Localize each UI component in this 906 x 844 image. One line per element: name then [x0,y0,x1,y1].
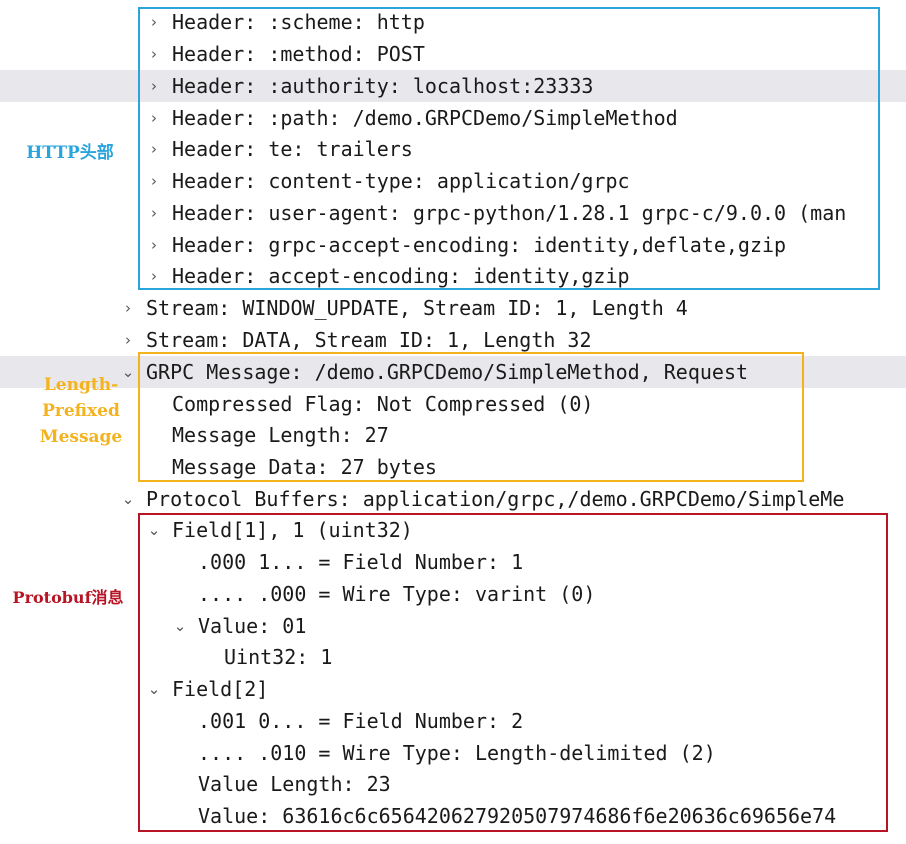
tree-row-label: Value: 01 [198,614,307,638]
tree-row-field1-value[interactable]: ⌄ Value: 01 [0,610,906,642]
tree-row-header-user-agent[interactable]: › Header: user-agent: grpc-python/1.28.1… [0,197,906,229]
tree-row-label: Header: content-type: application/grpc [172,169,630,193]
chevron-right-icon[interactable]: › [125,299,131,317]
tree-row-field2-value[interactable]: Value: 63616c6c656420627920507974686f6e2… [0,800,906,832]
chevron-right-icon[interactable]: › [125,331,131,349]
tree-row-label: Header: grpc-accept-encoding: identity,d… [172,233,787,257]
tree-row-grpc-message[interactable]: ⌄ GRPC Message: /demo.GRPCDemo/SimpleMet… [0,356,906,388]
tree-row-label: Value Length: 23 [198,772,391,796]
tree-row-stream-data[interactable]: › Stream: DATA, Stream ID: 1, Length 32 [0,324,906,356]
tree-row-label: Stream: WINDOW_UPDATE, Stream ID: 1, Len… [146,296,688,320]
annotation-line: Length- [43,375,119,395]
tree-row-label: Protocol Buffers: application/grpc,/demo… [146,487,845,511]
chevron-down-icon[interactable]: ⌄ [147,680,161,698]
tree-row-header-content-type[interactable]: › Header: content-type: application/grpc [0,165,906,197]
annotation-line: Prefixed [42,401,120,421]
tree-row-label: GRPC Message: /demo.GRPCDemo/SimpleMetho… [146,360,749,384]
tree-row-label: Uint32: 1 [224,645,333,669]
chevron-right-icon[interactable]: › [151,140,157,158]
tree-row-label: Header: user-agent: grpc-python/1.28.1 g… [172,201,847,225]
tree-row-field1-wire-type[interactable]: .... .000 = Wire Type: varint (0) [0,578,906,610]
chevron-down-icon[interactable]: ⌄ [147,521,161,539]
tree-row-field1[interactable]: ⌄ Field[1], 1 (uint32) [0,514,906,546]
tree-row-field1-number[interactable]: .000 1... = Field Number: 1 [0,546,906,578]
chevron-right-icon[interactable]: › [151,109,157,127]
tree-row-message-data[interactable]: Message Data: 27 bytes [0,451,906,483]
tree-row-protocol-buffers[interactable]: ⌄ Protocol Buffers: application/grpc,/de… [0,483,906,515]
chevron-down-icon[interactable]: ⌄ [121,490,135,508]
tree-row-label: Header: :scheme: http [172,10,425,34]
protobuf-message-annotation: Protobuf消息 [12,588,124,607]
tree-row-label: Value: 63616c6c656420627920507974686f6e2… [198,804,837,828]
tree-row-label: Field[1], 1 (uint32) [172,518,413,542]
tree-row-header-accept-encoding[interactable]: › Header: accept-encoding: identity,gzip [0,260,906,292]
tree-row-label: Compressed Flag: Not Compressed (0) [172,392,594,416]
chevron-right-icon[interactable]: › [151,77,157,95]
chevron-down-icon[interactable]: ⌄ [121,363,135,381]
tree-row-label: Message Length: 27 [172,423,389,447]
tree-row-field2-number[interactable]: .001 0... = Field Number: 2 [0,705,906,737]
tree-row-label: Header: :path: /demo.GRPCDemo/SimpleMeth… [172,106,678,130]
tree-row-header-te[interactable]: › Header: te: trailers [0,133,906,165]
chevron-right-icon[interactable]: › [151,172,157,190]
tree-row-label: Header: :method: POST [172,42,425,66]
length-prefixed-message-annotation: Length- Prefixed Message [26,372,136,450]
chevron-right-icon[interactable]: › [151,45,157,63]
tree-row-header-grpc-accept-encoding[interactable]: › Header: grpc-accept-encoding: identity… [0,229,906,261]
annotation-line: Message [39,427,123,447]
tree-row-label: .... .000 = Wire Type: varint (0) [198,582,596,606]
tree-row-field2[interactable]: ⌄ Field[2] [0,673,906,705]
tree-row-label: Header: te: trailers [172,137,413,161]
tree-row-field2-wire-type[interactable]: .... .010 = Wire Type: Length-delimited … [0,737,906,769]
tree-row-field1-uint32[interactable]: Uint32: 1 [0,641,906,673]
tree-row-label: Header: accept-encoding: identity,gzip [172,264,630,288]
tree-row-label: .001 0... = Field Number: 2 [198,709,524,733]
chevron-right-icon[interactable]: › [151,204,157,222]
http-headers-annotation: HTTP头部 [26,143,114,163]
tree-row-label: Field[2] [172,677,269,701]
tree-row-header-method[interactable]: › Header: :method: POST [0,38,906,70]
chevron-right-icon[interactable]: › [151,236,157,254]
tree-row-label: .000 1... = Field Number: 1 [198,550,524,574]
tree-row-label: Stream: DATA, Stream ID: 1, Length 32 [146,328,592,352]
chevron-down-icon[interactable]: ⌄ [173,617,187,635]
tree-row-header-scheme[interactable]: › Header: :scheme: http [0,6,906,38]
tree-row-stream-window-update[interactable]: › Stream: WINDOW_UPDATE, Stream ID: 1, L… [0,292,906,324]
tree-row-label: .... .010 = Wire Type: Length-delimited … [198,741,716,765]
chevron-right-icon[interactable]: › [151,13,157,31]
chevron-right-icon[interactable]: › [151,267,157,285]
tree-row-compressed-flag[interactable]: Compressed Flag: Not Compressed (0) [0,388,906,420]
tree-row-header-path[interactable]: › Header: :path: /demo.GRPCDemo/SimpleMe… [0,102,906,134]
tree-row-label: Header: :authority: localhost:23333 [172,74,594,98]
tree-row-label: Message Data: 27 bytes [172,455,437,479]
tree-row-field2-value-length[interactable]: Value Length: 23 [0,768,906,800]
tree-row-header-authority[interactable]: › Header: :authority: localhost:23333 [0,70,906,102]
tree-row-message-length[interactable]: Message Length: 27 [0,419,906,451]
